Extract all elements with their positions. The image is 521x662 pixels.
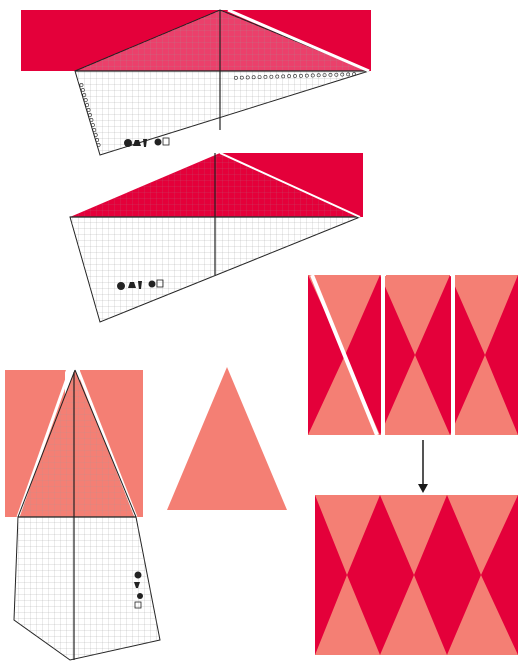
step-5-panel bbox=[308, 275, 518, 435]
step-1-panel bbox=[21, 10, 371, 155]
down-arrow-icon bbox=[418, 440, 428, 493]
single-pink-triangle bbox=[167, 367, 287, 510]
step-6-panel bbox=[315, 495, 518, 655]
step-3-panel bbox=[5, 370, 160, 660]
